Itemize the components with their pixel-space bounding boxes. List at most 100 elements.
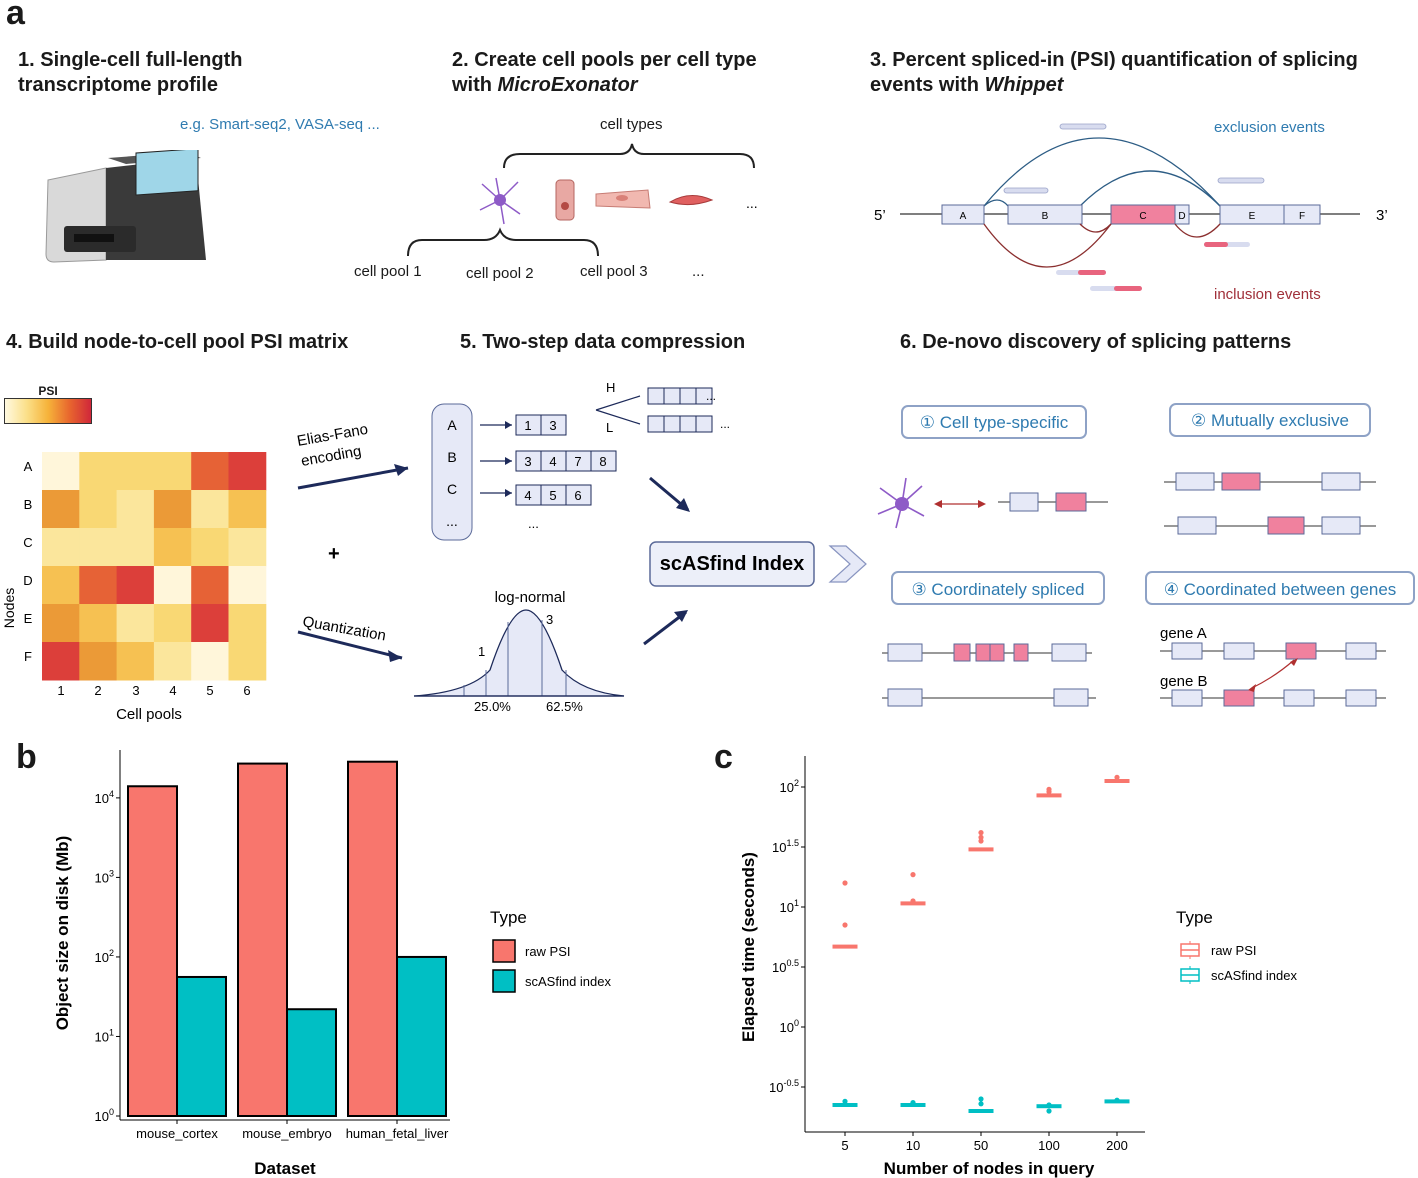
exon-c: C — [1110, 204, 1176, 225]
outlier-point — [1046, 789, 1052, 795]
svg-text:F: F — [1299, 211, 1305, 222]
outlier-point — [1046, 1102, 1052, 1108]
svg-text:7: 7 — [574, 454, 581, 469]
y-tick-label: 102 — [780, 778, 799, 795]
heatmap-cell — [79, 642, 118, 681]
svg-text:③ Coordinately spliced: ③ Coordinately spliced — [911, 580, 1084, 599]
section-1-line1: 1. Single-cell full-length — [18, 49, 243, 71]
quantile-3-label: 3 — [546, 612, 553, 627]
svg-text:B: B — [1042, 211, 1049, 222]
outlier-point — [978, 834, 984, 840]
pattern-3-box: ③ Coordinately spliced — [891, 571, 1105, 605]
svg-text:5: 5 — [206, 683, 213, 698]
section-3-line1: 3. Percent spliced-in (PSI) quantificati… — [870, 49, 1358, 71]
legend-label: raw PSI — [1211, 943, 1257, 958]
psi-heatmap: Nodes Cell pools A B C D E F 1 2 3 4 5 6 — [1, 452, 267, 723]
x-tick-label: mouse_embryo — [242, 1126, 332, 1141]
lognormal-curve — [413, 609, 625, 697]
psi-legend-bar — [4, 398, 92, 424]
panel-label-a: a — [6, 0, 25, 32]
svg-text:E: E — [1249, 211, 1256, 222]
section-2-tool: MicroExonator — [497, 74, 638, 96]
heatmap-col-labels: 1 2 3 4 5 6 — [57, 683, 250, 698]
heatmap-cell — [79, 604, 118, 643]
heatmap-cell — [153, 452, 192, 491]
muscle-cell-icon — [595, 189, 651, 209]
lognormal-label: log-normal — [495, 589, 566, 606]
svg-text:C: C — [23, 535, 32, 550]
splicing-patterns-diagram: ① Cell type-specific ② Mutually exclusiv… — [877, 403, 1415, 707]
svg-text:4: 4 — [549, 454, 556, 469]
svg-text:① Cell type-specific: ① Cell type-specific — [920, 413, 1069, 432]
x-tick-label: 10 — [906, 1138, 920, 1153]
gene-b-label: gene B — [1160, 673, 1208, 690]
outlier-point — [1114, 774, 1120, 780]
heatmap-cell — [191, 566, 229, 605]
section-5-title: 5. Two-step data compression — [460, 331, 746, 353]
node-ellipsis: ... — [446, 513, 458, 529]
compression-diagram: Elias-Fano encoding + Quantization A B C… — [296, 380, 867, 714]
svg-text:3: 3 — [132, 683, 139, 698]
heatmap-cell — [191, 490, 229, 529]
high-bits-ellipsis: ... — [706, 389, 716, 403]
section-2-title: 2. Create cell pools per cell type with … — [452, 48, 757, 98]
heatmap-cell — [191, 452, 229, 491]
y-axis-title: Object size on disk (Mb) — [53, 836, 72, 1031]
y-tick-label: 100.5 — [772, 958, 799, 975]
exclusion-events-label: exclusion events — [1214, 119, 1325, 136]
cell-types-diagram: ... — [407, 143, 758, 257]
legend-label: raw PSI — [525, 944, 571, 959]
x-tick-label: human_fetal_liver — [346, 1126, 449, 1141]
svg-text:B: B — [24, 497, 33, 512]
legend-title: Type — [490, 908, 527, 927]
legend-label: scASfind index — [1211, 968, 1297, 983]
svg-text:D: D — [1178, 211, 1185, 222]
heatmap-cell — [42, 604, 80, 643]
outlier-point — [842, 922, 848, 928]
heatmap-cell — [42, 528, 80, 567]
svg-text:6: 6 — [243, 683, 250, 698]
heatmap-cell — [153, 528, 192, 567]
bar-scasfind-index — [396, 955, 447, 1117]
bar-scasfind-index — [286, 1008, 337, 1118]
heatmap-cell — [191, 528, 229, 567]
cell-pool-2: cell pool 2 — [466, 265, 534, 282]
bar-raw-psi — [127, 785, 178, 1117]
quantile-1-label: 1 — [478, 644, 485, 659]
svg-text:1: 1 — [57, 683, 64, 698]
heatmap-cell — [116, 604, 155, 643]
splicing-diagram: exclusion events inclusion events 5’ 3’ … — [874, 119, 1388, 303]
svg-text:E: E — [24, 611, 33, 626]
outlier-point — [842, 1098, 848, 1104]
outlier-point — [978, 830, 984, 836]
heatmap-cell — [116, 566, 155, 605]
heatmap-cell — [116, 528, 155, 567]
heatmap-cell — [191, 604, 229, 643]
pattern-4-box: ④ Coordinated between genes — [1145, 571, 1415, 605]
panel-label-c: c — [714, 738, 733, 776]
cell-pool-ellipsis: ... — [692, 263, 705, 280]
heatmap-cell — [228, 452, 267, 491]
heatmap-cell — [79, 528, 118, 567]
svg-text:6: 6 — [574, 488, 581, 503]
section-1-line2: transcriptome profile — [18, 74, 219, 96]
heatmap-cell — [116, 490, 155, 529]
scasfind-index-box: scASfind Index — [649, 541, 815, 587]
outlier-point — [978, 1096, 984, 1102]
exon-b: B — [1007, 204, 1083, 225]
heatmap-cell — [153, 566, 192, 605]
y-tick-label: 100 — [95, 1107, 114, 1124]
y-tick-label: 101 — [780, 898, 799, 915]
y-axis-title: Elapsed time (seconds) — [739, 852, 758, 1042]
svg-text:② Mutually exclusive: ② Mutually exclusive — [1191, 411, 1349, 430]
section-3-tool: Whippet — [984, 74, 1064, 96]
heatmap-cell — [191, 642, 229, 681]
psi-legend: PSI — [4, 384, 92, 424]
section-4-title: 4. Build node-to-cell pool PSI matrix — [6, 331, 349, 353]
section-2-line1: 2. Create cell pools per cell type — [452, 49, 757, 71]
x-tick-label: 100 — [1038, 1138, 1060, 1153]
